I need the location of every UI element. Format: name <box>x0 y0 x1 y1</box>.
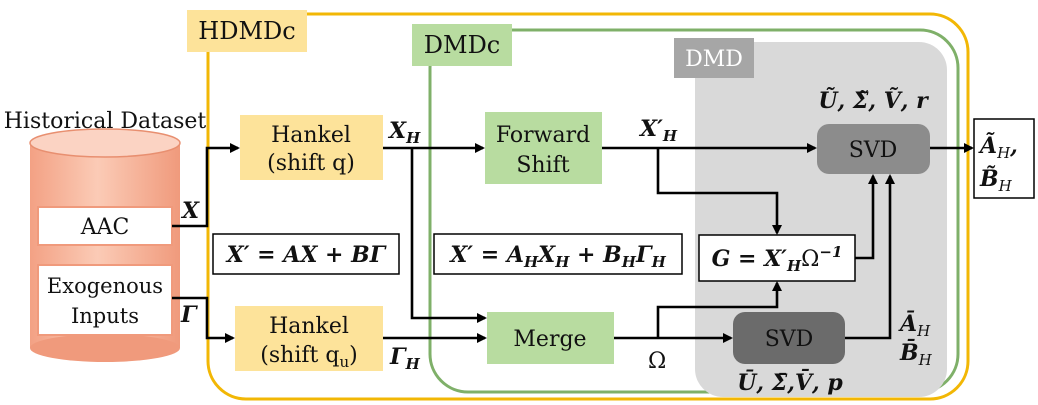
dmd-tag <box>674 38 754 78</box>
signal-b-bar: B̄H <box>899 338 933 369</box>
dmdc-region <box>428 28 960 394</box>
forward-shift-block <box>485 112 602 184</box>
signal-x: X <box>180 198 200 224</box>
dmdc-tag <box>412 24 512 66</box>
exogenous-label-line2: Inputs <box>71 304 139 328</box>
dmd-tag-label: DMD <box>685 47 743 72</box>
aac-label: AAC <box>80 215 130 240</box>
aac-box <box>37 206 173 246</box>
signal-gamma: Γ <box>180 302 198 328</box>
merge-label: Merge <box>513 327 586 352</box>
g-equation: G = X′HΩ−1 <box>712 243 843 275</box>
forward-shift-line1: Forward <box>496 123 590 148</box>
g-equation-box <box>698 234 856 282</box>
dmdc-tag-label: DMDc <box>424 31 501 59</box>
hankel-x-line2: (shift q) <box>267 151 355 176</box>
signal-omega: Ω <box>648 349 666 374</box>
dmdc-equation-box <box>433 233 683 275</box>
dmdc-equation: X′ = AHXH + BHΓH <box>448 242 666 271</box>
general-equation: X′ = AX + BΓ <box>225 242 387 268</box>
output-box <box>973 118 1035 199</box>
general-equation-box <box>212 233 400 275</box>
svd-bottom-block <box>733 312 845 364</box>
signal-gamma-h: ΓH <box>389 344 421 373</box>
hankel-u-block <box>235 306 383 371</box>
signal-x-prime-h: X′H <box>638 116 678 145</box>
signal-x-h: XH <box>387 118 421 147</box>
svd-top-block <box>817 124 930 174</box>
svd-top-label: SVD <box>849 138 898 163</box>
hankel-x-block <box>240 115 383 180</box>
wires <box>172 143 974 343</box>
hankel-u-line2: (shift qu) <box>260 343 357 371</box>
forward-shift-line2: Shift <box>516 153 569 178</box>
output-b: B̃H <box>979 166 1013 195</box>
hankel-u-line1: Hankel <box>269 314 349 339</box>
svd-bottom-outputs: Ū, Σ̄,V̄, p <box>737 368 843 396</box>
hdmdc-tag <box>187 10 307 52</box>
svd-top-outputs: Ũ, Σ̃, Ṽ, r <box>818 87 929 114</box>
svd-bottom-label: SVD <box>765 327 814 352</box>
hdmdc-tag-label: HDMDc <box>198 17 295 45</box>
exogenous-label-line1: Exogenous <box>47 274 163 298</box>
signal-a-bar: ĀH <box>898 310 931 340</box>
exogenous-box <box>37 264 173 336</box>
hankel-x-line1: Hankel <box>271 123 351 148</box>
output-a: ÃH, <box>978 132 1018 162</box>
merge-block <box>487 312 614 364</box>
